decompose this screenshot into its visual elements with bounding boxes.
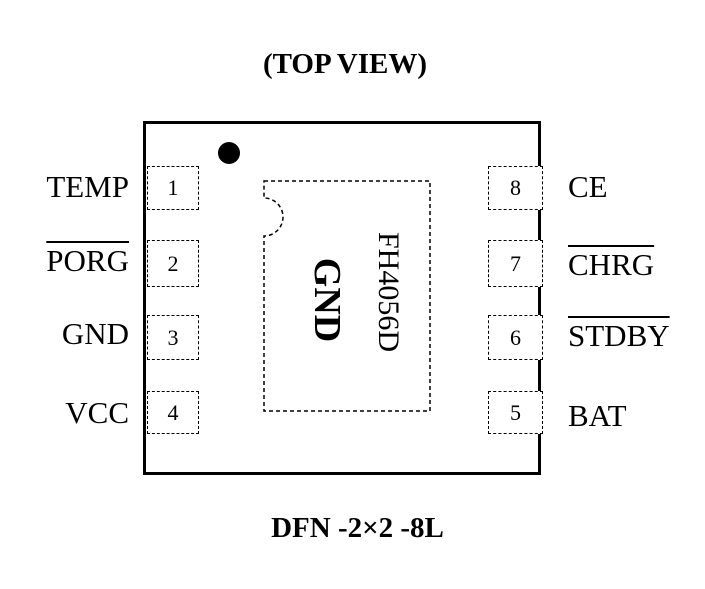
pin-6-label: STDBY [568, 318, 670, 353]
pin-3-number: 3 [167, 324, 179, 350]
pin-8-pad: 8 [488, 166, 543, 210]
pin-2-label: PORG [46, 243, 129, 278]
pin-3-pad: 3 [147, 315, 199, 360]
pin1-indicator-dot [218, 142, 240, 164]
pin-6-number: 6 [510, 324, 521, 350]
pin-3-label: GND [61, 316, 129, 351]
pin-4-pad: 4 [147, 391, 199, 434]
pin-5-label: BAT [568, 398, 627, 433]
pin-1-label: TEMP [46, 169, 129, 204]
pin-7-number: 7 [510, 250, 521, 276]
pin-4-number: 4 [167, 399, 179, 425]
pin-1-pad: 1 [147, 166, 199, 210]
pin-5-number: 5 [510, 399, 521, 425]
pin-4-label: VCC [65, 395, 129, 430]
package-outline [143, 121, 541, 475]
diagram-title: (TOP VIEW) [262, 48, 428, 80]
pin-7-label: CHRG [568, 247, 655, 282]
pin-8-number: 8 [510, 175, 521, 200]
pin-5-pad: 5 [488, 391, 543, 434]
pin-1-number: 1 [167, 175, 179, 200]
pin-2-pad: 2 [147, 240, 199, 287]
package-name: DFN -2×2 -8L [271, 512, 444, 544]
pin-2-number: 2 [167, 250, 179, 276]
pin-6-pad: 6 [488, 315, 543, 360]
pin-7-pad: 7 [488, 240, 543, 287]
pin-8-label: CE [568, 169, 608, 204]
